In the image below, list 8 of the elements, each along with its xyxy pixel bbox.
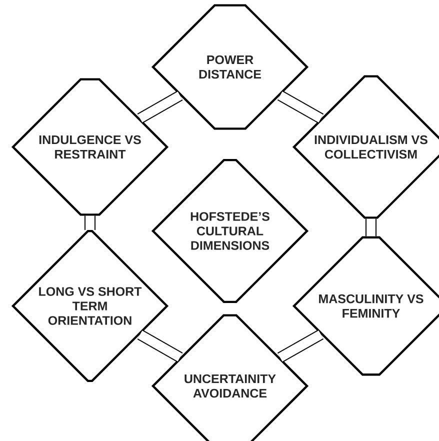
connector: [277, 90, 324, 124]
hexagon-box: INDIVIDUALISM VS COLLECTIVISM: [292, 75, 439, 219]
connector: [277, 330, 324, 362]
hexagon-box: MASCULINITY VS FEMINITY: [292, 236, 439, 376]
connector: [137, 330, 183, 362]
connector: [137, 90, 183, 124]
connector: [84, 216, 96, 230]
connector: [366, 218, 377, 236]
